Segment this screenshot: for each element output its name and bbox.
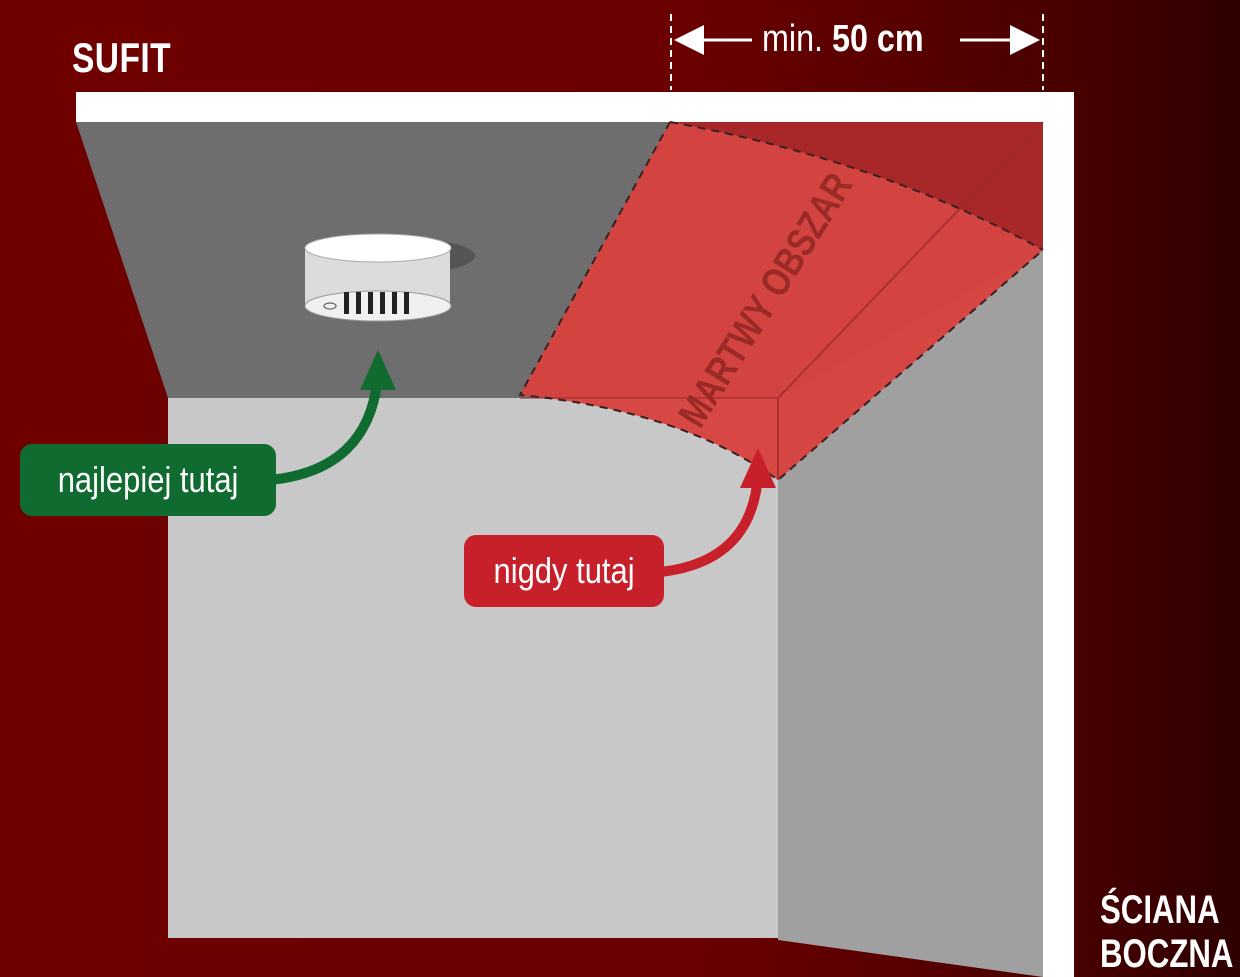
smoke-detector-icon <box>304 233 475 322</box>
side-wall <box>778 250 1043 977</box>
ceiling-frame <box>76 92 1074 122</box>
dead-zone-outline-inner <box>669 121 1044 251</box>
min-distance-label: min. 50 cm <box>762 18 924 61</box>
corner-line-diagonal <box>777 121 1044 399</box>
min-distance-prefix: min. <box>762 18 824 60</box>
never-location-text: nigdy tutaj <box>493 550 635 591</box>
never-arrow <box>659 474 763 577</box>
dead-zone-upper <box>670 122 1043 250</box>
side-wall-label: ŚCIANA BOCZNA <box>1100 888 1233 976</box>
best-location-badge: najlepiej tutaj <box>20 444 276 516</box>
never-location-badge: nigdy tutaj <box>464 535 664 607</box>
ceiling-label: SUFIT <box>72 34 172 81</box>
best-location-text: najlepiej tutaj <box>57 459 239 500</box>
best-arrow <box>269 374 383 485</box>
side-wall-label-line1: ŚCIANA <box>1100 888 1220 932</box>
never-arrowhead <box>740 448 776 488</box>
best-arrowhead <box>360 350 396 390</box>
dead-zone <box>520 122 1043 480</box>
wall-frame <box>1043 92 1074 977</box>
side-wall-label-line2: BOCZNA <box>1100 932 1234 976</box>
min-distance-value: 50 cm <box>832 18 924 60</box>
